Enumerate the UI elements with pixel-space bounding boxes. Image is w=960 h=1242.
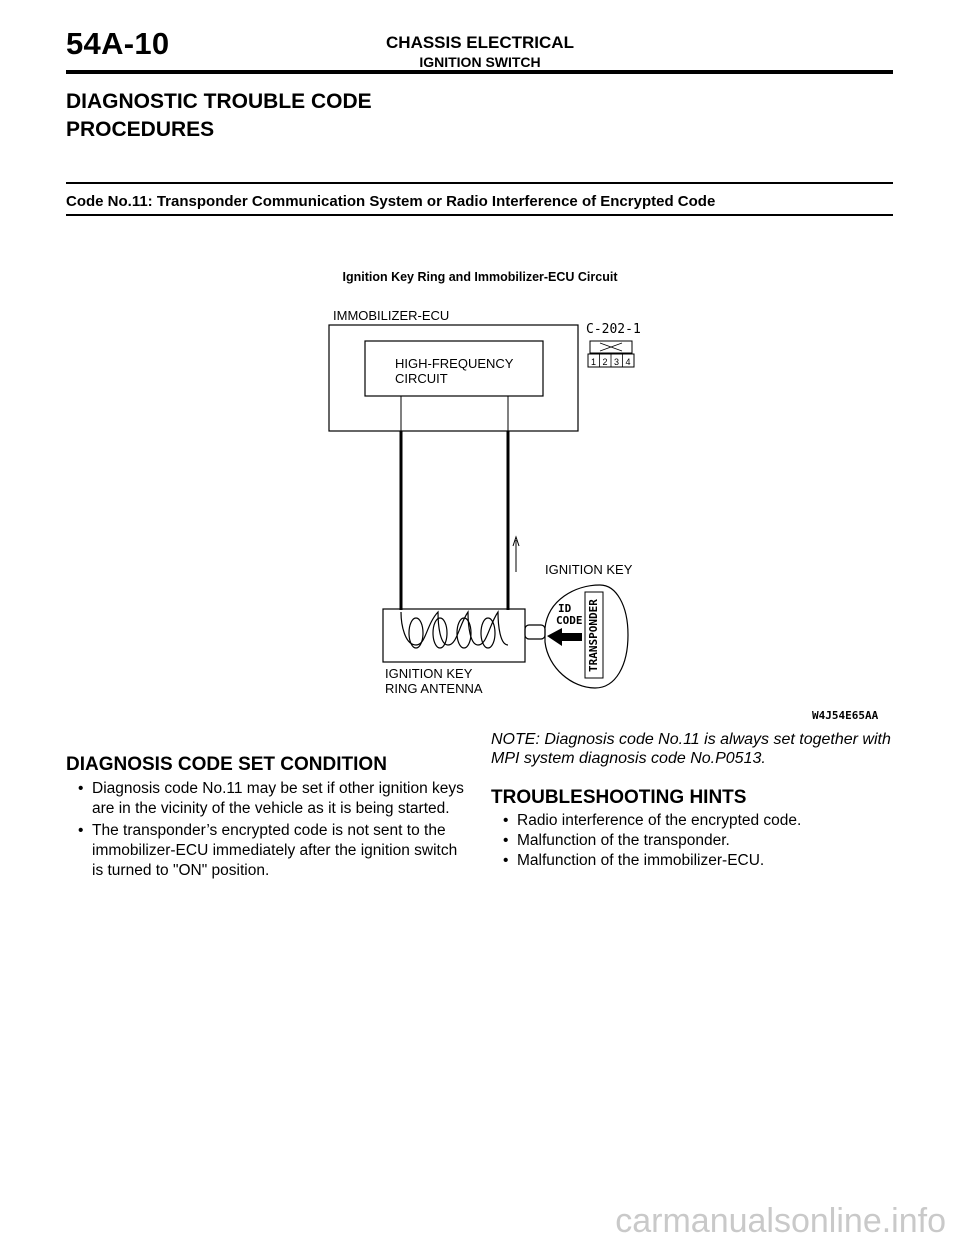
set-condition-list: Diagnosis code No.11 may be set if other… xyxy=(74,779,469,881)
code-heading: Code No.11: Transponder Communication Sy… xyxy=(66,193,716,210)
id-label-line1: ID xyxy=(558,602,572,615)
signal-arrow-icon xyxy=(512,535,520,572)
hints-list: Radio interference of the encrypted code… xyxy=(499,811,894,871)
connector-pin-1: 1 xyxy=(591,357,596,367)
hf-circuit-box xyxy=(364,340,544,397)
id-label-line2: CODE xyxy=(556,614,583,627)
list-item: The transponder’s encrypted code is not … xyxy=(74,821,469,881)
connector-pin-3: 3 xyxy=(614,357,619,367)
antenna-label-line1: IGNITION KEY xyxy=(385,666,473,681)
list-item: Radio interference of the encrypted code… xyxy=(499,811,894,831)
antenna-box xyxy=(382,608,526,663)
code-arrow-icon xyxy=(547,628,582,646)
main-heading-line2: PROCEDURES xyxy=(66,118,215,141)
coil-icon xyxy=(400,610,509,649)
connector-pin-4: 4 xyxy=(626,357,631,367)
figure-code: W4J54E65AA xyxy=(812,709,879,722)
connector-icon: 1 2 3 4 xyxy=(587,340,635,368)
set-condition-heading: DIAGNOSIS CODE SET CONDITION xyxy=(66,754,387,775)
connector-label: C-202-1 xyxy=(586,322,641,337)
circuit-diagram: IMMOBILIZER-ECU HIGH-FREQUENCY CIRCUIT C… xyxy=(328,308,879,722)
ignition-key-icon xyxy=(524,584,629,689)
header-rule xyxy=(66,70,893,74)
main-heading-line1: DIAGNOSTIC TROUBLE CODE xyxy=(66,90,372,113)
connector-pin-2: 2 xyxy=(603,357,608,367)
list-item: Diagnosis code No.11 may be set if other… xyxy=(74,779,469,819)
main-heading: DIAGNOSTIC TROUBLE CODE PROCEDURES xyxy=(66,88,546,144)
ignition-key-label: IGNITION KEY xyxy=(545,562,633,577)
list-item: Malfunction of the immobilizer-ECU. xyxy=(499,851,894,871)
list-item: Malfunction of the transponder. xyxy=(499,831,894,851)
hints-heading: TROUBLESHOOTING HINTS xyxy=(491,787,747,808)
antenna-label-line2: RING ANTENNA xyxy=(385,681,483,696)
section-title: CHASSIS ELECTRICAL xyxy=(386,33,574,52)
subsection-title: IGNITION SWITCH xyxy=(419,54,541,70)
ecu-label: IMMOBILIZER-ECU xyxy=(333,308,449,323)
hf-label-line1: HIGH-FREQUENCY xyxy=(395,356,514,371)
transponder-label: TRANSPONDER xyxy=(587,599,600,672)
note-text: NOTE: Diagnosis code No.11 is always set… xyxy=(491,731,891,767)
page-number: 54A-10 xyxy=(66,26,170,61)
hf-label-line2: CIRCUIT xyxy=(395,371,448,386)
ecu-box xyxy=(328,324,579,432)
code-top-rule xyxy=(66,182,893,184)
figure-title: Ignition Key Ring and Immobilizer-ECU Ci… xyxy=(342,270,618,284)
code-bottom-rule xyxy=(66,214,893,216)
footer-watermark: carmanualsonline.info xyxy=(615,1202,946,1240)
